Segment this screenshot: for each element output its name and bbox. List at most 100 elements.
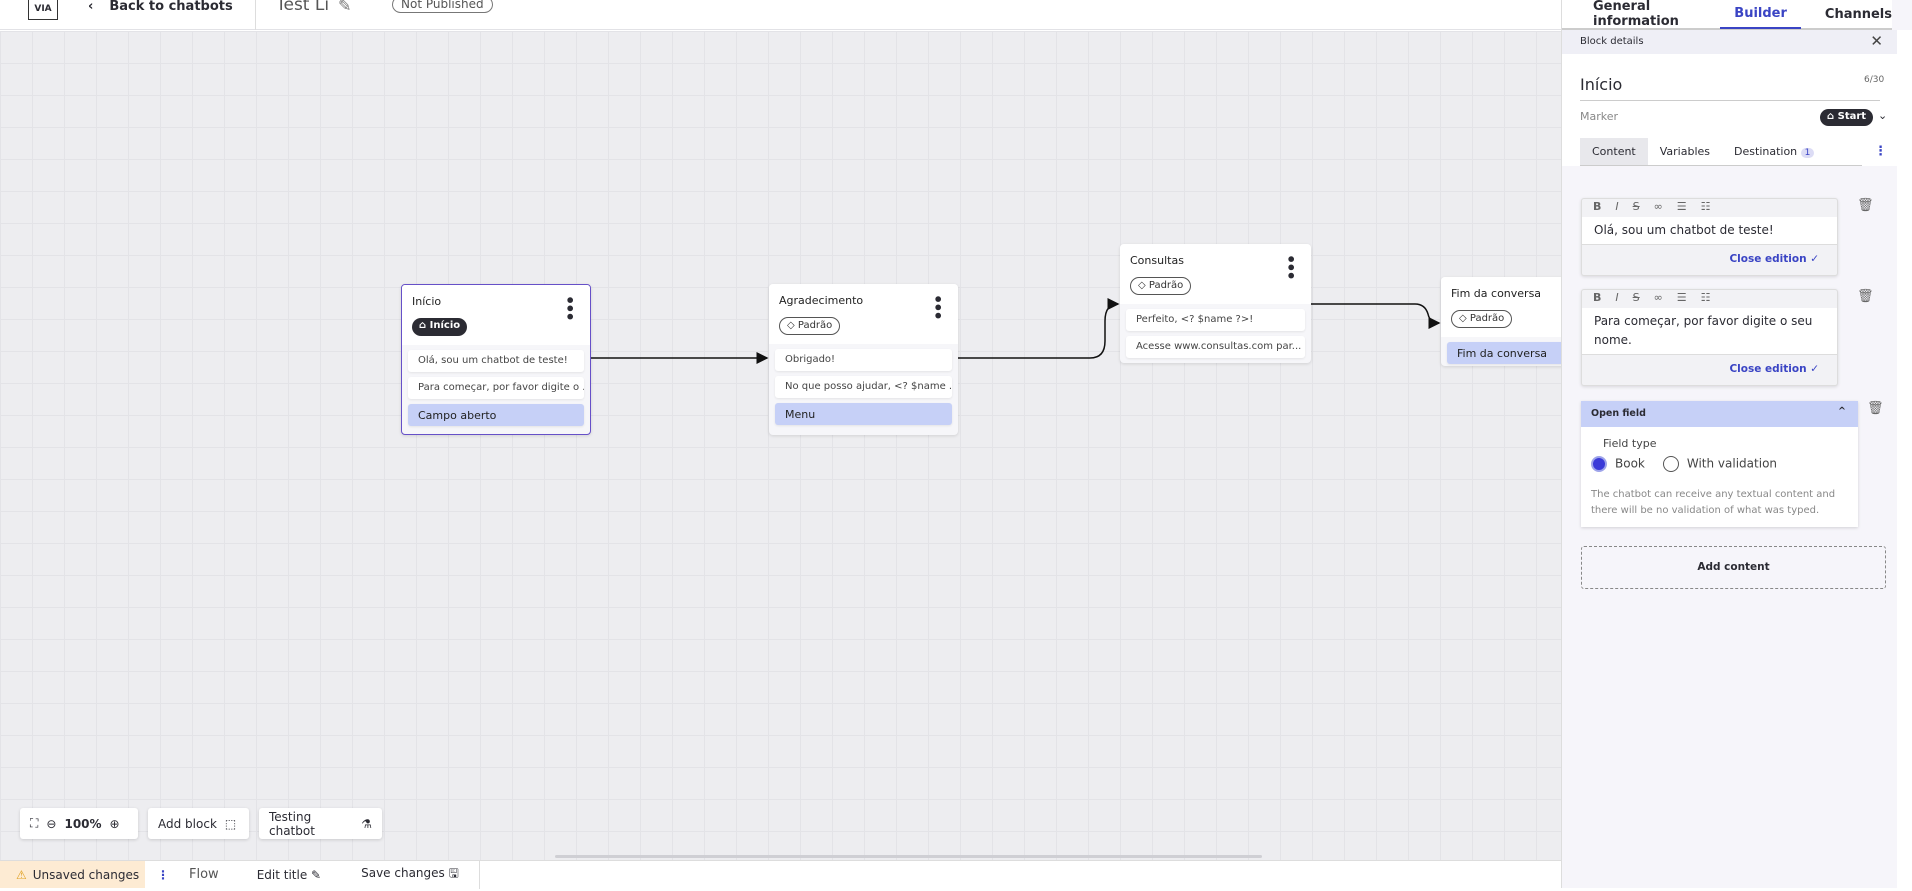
list-item[interactable]: Acesse www.consultas.com par... — [1126, 336, 1305, 358]
more-icon[interactable]: ⋮ — [157, 867, 169, 882]
editor-text[interactable]: Olá, sou um chatbot de teste! — [1582, 217, 1837, 244]
divider — [255, 0, 256, 30]
connection-agradecimento-consultas — [958, 298, 1120, 359]
editor-text[interactable]: Para começar, por favor digite o seu nom… — [1582, 308, 1837, 354]
close-edition-button[interactable]: Close edition ✓ — [1582, 244, 1837, 275]
status-badge: Not Published — [392, 0, 493, 13]
block-consultas[interactable]: Consultas ••• ◇ Padrão Perfeito, <? $name… — [1120, 244, 1311, 363]
link-icon[interactable]: ∞ — [1653, 200, 1663, 213]
add-content-button[interactable]: Add content — [1581, 546, 1886, 589]
list-item[interactable]: Para começar, por favor digite o ... — [408, 377, 584, 399]
block-details-panel: General information Builder Channels Blo… — [1561, 0, 1912, 888]
badge-label: Padrão — [797, 320, 833, 331]
more-icon[interactable]: ••• — [1281, 254, 1300, 279]
tab-channels[interactable]: Channels — [1824, 6, 1892, 22]
save-changes-button[interactable]: Save changes 🖫 — [361, 864, 459, 885]
tab-general-information[interactable]: General information — [1593, 0, 1679, 29]
tab-variables[interactable]: Variables — [1659, 145, 1711, 158]
marker-label: Marker — [1580, 110, 1619, 123]
trash-icon[interactable]: 🗑 — [1857, 289, 1874, 304]
list-item[interactable]: Perfeito, <? $name ?>! — [1126, 309, 1305, 331]
more-icon[interactable]: ⋮ — [1874, 144, 1887, 159]
list-item[interactable]: Fim da conversa — [1447, 342, 1575, 364]
chevron-up-icon[interactable]: ^ — [1838, 406, 1846, 417]
block-title: Consultas — [1130, 254, 1184, 267]
edit-title-label: Edit title — [256, 867, 308, 882]
connections — [591, 298, 1441, 364]
radio-book[interactable]: Book — [1591, 456, 1645, 472]
marker-badge: ◇ Padrão — [1130, 277, 1192, 295]
block-title: Fim da conversa — [1451, 287, 1542, 300]
block-title-input[interactable]: Início — [1580, 75, 1880, 101]
add-block-label: Add block — [158, 816, 217, 831]
link-icon[interactable]: ∞ — [1653, 291, 1663, 304]
horizontal-scrollbar[interactable] — [555, 855, 1262, 858]
tab-destination[interactable]: Destination 1 — [1722, 138, 1826, 165]
list-item[interactable]: No que posso ajudar, <? $name ... — [775, 376, 952, 398]
pencil-icon: ✎ — [311, 867, 322, 882]
block-inicio[interactable]: Início••• ⌂ Início Olá, sou um chatbot d… — [401, 284, 591, 435]
back-to-chatbots-link[interactable]: ‹Back to chatbots — [88, 0, 233, 14]
italic-icon[interactable]: I — [1615, 291, 1619, 304]
numbered-list-icon[interactable]: ☷ — [1700, 200, 1711, 213]
zoom-out-icon[interactable]: ⊖ — [46, 816, 57, 831]
list-item[interactable]: Campo aberto — [408, 404, 584, 426]
numbered-list-icon[interactable]: ☷ — [1700, 291, 1711, 304]
tab-builder[interactable]: Builder — [1720, 0, 1801, 29]
list-item[interactable]: Menu — [775, 403, 952, 425]
block-agradecimento[interactable]: Agradecimento••• ◇ Padrão Obrigado! No q… — [769, 284, 958, 435]
close-icon[interactable]: ✕ — [1870, 32, 1883, 50]
chevron-down-icon[interactable]: ⌄ — [1878, 109, 1888, 122]
fit-screen-icon[interactable]: ⛶ — [30, 816, 39, 830]
bold-icon[interactable]: B — [1593, 291, 1602, 304]
block-fim-da-conversa[interactable]: Fim da conversa ◇ Padrão Fim da conversa — [1441, 277, 1581, 366]
list-item[interactable]: Olá, sou um chatbot de teste! — [408, 350, 584, 372]
open-field-card: Open field^ Field type Book With validat… — [1581, 401, 1858, 527]
save-label: Save changes — [361, 866, 445, 880]
italic-icon[interactable]: I — [1615, 200, 1619, 213]
list-item[interactable]: Obrigado! — [775, 349, 952, 371]
block-details-header: Block details✕ — [1562, 30, 1897, 54]
bullet-list-icon[interactable]: ☰ — [1676, 291, 1687, 304]
panel-scrollbar[interactable] — [1897, 30, 1912, 888]
testing-label: Testing chatbot — [269, 809, 315, 838]
add-block-button[interactable]: Add block ⬚ — [148, 808, 249, 839]
more-icon[interactable]: ••• — [560, 295, 579, 320]
block-title: Início — [412, 295, 442, 308]
trash-icon[interactable]: 🗑 — [1867, 401, 1884, 416]
open-field-header[interactable]: Open field^ — [1581, 401, 1858, 427]
testing-chatbot-button[interactable]: Testing chatbot ⚗ — [259, 808, 382, 839]
add-block-icon: ⬚ — [224, 816, 237, 831]
flow-canvas[interactable]: Início••• ⌂ Início Olá, sou um chatbot d… — [0, 31, 1581, 860]
marker-select[interactable]: ⌂ Start — [1820, 109, 1874, 126]
tag-icon: ◇ — [1138, 280, 1149, 291]
field-description: The chatbot can receive any textual cont… — [1591, 489, 1836, 516]
tag-icon: ◇ — [1459, 313, 1470, 324]
edit-title-icon[interactable]: ✎ — [338, 0, 352, 15]
zoom-controls: ⛶⊖100%⊕ — [20, 808, 138, 839]
radio-with-validation[interactable]: With validation — [1662, 456, 1777, 472]
strikethrough-icon[interactable]: S — [1632, 200, 1640, 213]
home-icon: ⌂ — [1827, 111, 1838, 122]
flask-icon: ⚗ — [361, 816, 372, 831]
bold-icon[interactable]: B — [1593, 200, 1602, 213]
bullet-list-icon[interactable]: ☰ — [1676, 200, 1687, 213]
marker-value: Start — [1837, 111, 1867, 122]
divider — [478, 860, 480, 889]
more-icon[interactable]: ••• — [928, 294, 947, 319]
flow-label: Flow — [189, 867, 219, 882]
radio-checked[interactable] — [1591, 456, 1607, 472]
field-type-radio-group: Book With validation — [1591, 456, 1777, 472]
count-badge: 1 — [1800, 148, 1815, 158]
trash-icon[interactable]: 🗑 — [1857, 198, 1874, 213]
tab-content[interactable]: Content — [1580, 138, 1648, 165]
radio-unchecked[interactable] — [1662, 456, 1679, 472]
strikethrough-icon[interactable]: S — [1632, 291, 1640, 304]
zoom-in-icon[interactable]: ⊕ — [109, 816, 120, 831]
close-edition-button[interactable]: Close edition ✓ — [1582, 354, 1837, 385]
edit-title-button[interactable]: Edit title ✎ — [257, 868, 321, 882]
field-type-label: Field type — [1603, 437, 1657, 450]
bottom-bar: ⚠Unsaved changes ⋮ Flow Edit title ✎ Sav… — [0, 860, 1561, 889]
